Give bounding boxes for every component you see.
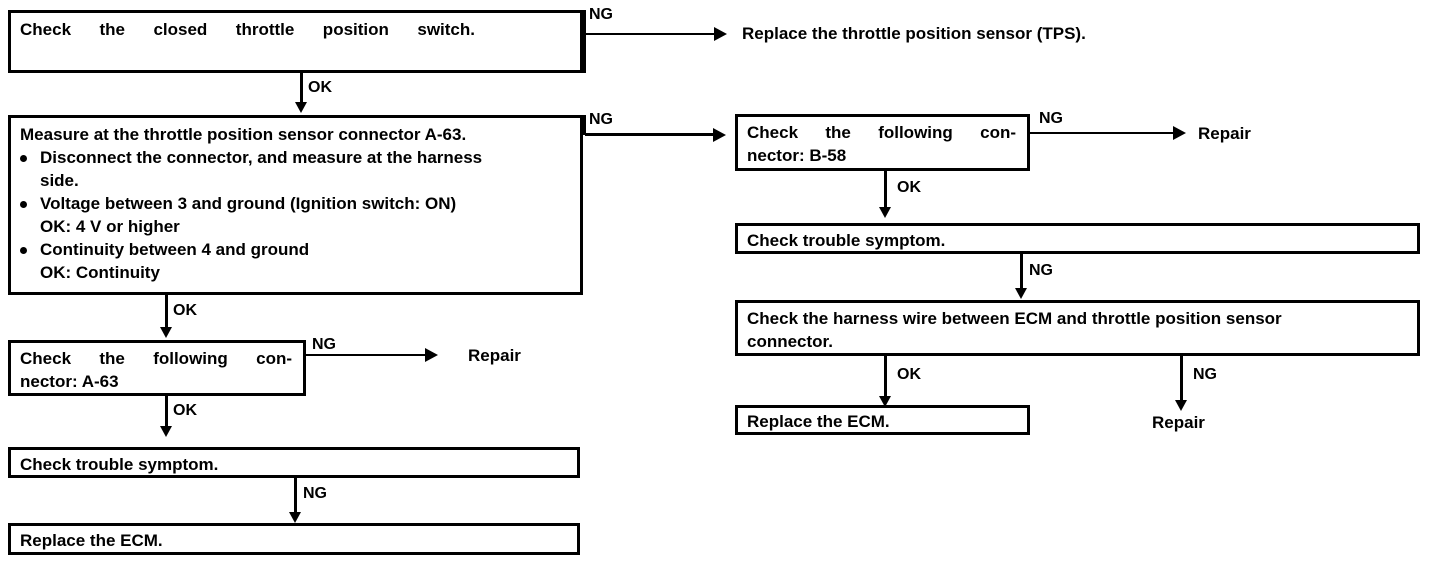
connector-measure-ng-vertical [583, 115, 586, 135]
node-replace-ecm-left-label: Replace the ECM. [20, 531, 163, 550]
node-check-trouble-symptom-right-label: Check trouble symptom. [747, 231, 946, 250]
node-check-connector-a63-line1: Check the following con- [20, 349, 292, 368]
connector-b58-ng-horizontal [1030, 132, 1175, 134]
measure-bullet-1-line2: side. [40, 171, 79, 190]
connector-b58-ok-vertical [884, 171, 887, 210]
arrowhead-top-ok [295, 102, 307, 113]
connector-harness-ok-vertical [884, 356, 887, 399]
node-check-closed-throttle-switch-label: Check the closed throttle position switc… [20, 20, 475, 39]
edge-label-ng-b58: NG [1039, 110, 1063, 127]
arrowhead-harness-ok [879, 396, 891, 407]
node-check-connector-a63-line2: nector: A-63 [20, 372, 119, 391]
edge-label-ng-harness: NG [1193, 366, 1217, 383]
node-check-connector-b58-line2: nector: B-58 [747, 146, 847, 165]
measure-bullet-2-line2: OK: 4 V or higher [40, 217, 180, 236]
edge-label-ok-top: OK [308, 79, 332, 96]
connector-top-ng-horizontal [585, 33, 716, 35]
connector-harness-ng-vertical [1180, 356, 1183, 404]
edge-label-ng-trouble-left: NG [303, 485, 327, 502]
edge-label-ng-top: NG [589, 6, 613, 23]
connector-measure-ok-vertical [165, 295, 168, 331]
node-check-trouble-symptom-left[interactable]: Check trouble symptom. [8, 447, 580, 478]
measure-bullet-1: Disconnect the connector, and measure at… [11, 146, 580, 192]
node-check-connector-b58-line1: Check the following con- [747, 123, 1016, 142]
arrowhead-measure-ng [713, 128, 726, 142]
measure-bullet-3-line2: OK: Continuity [40, 263, 160, 282]
node-check-harness-wire-line2: connector. [747, 332, 833, 351]
measure-bullet-3: Continuity between 4 and ground OK: Cont… [11, 238, 580, 284]
edge-label-ng-measure: NG [589, 111, 613, 128]
connector-top-ng-vertical [583, 10, 586, 73]
node-replace-ecm-left[interactable]: Replace the ECM. [8, 523, 580, 555]
connector-a63-ok-vertical [165, 396, 168, 429]
node-check-closed-throttle-switch[interactable]: Check the closed throttle position switc… [8, 10, 583, 73]
arrowhead-b58-ok [879, 207, 891, 218]
edge-label-ok-measure: OK [173, 302, 197, 319]
measure-bullet-3-line1: Continuity between 4 and ground [40, 240, 310, 259]
arrowhead-b58-ng [1173, 126, 1186, 140]
node-replace-tps[interactable]: Replace the throttle position sensor (TP… [742, 24, 1086, 43]
arrowhead-trouble-right-ng [1015, 288, 1027, 299]
connector-a63-ng-horizontal [306, 354, 427, 356]
node-check-connector-b58[interactable]: Check the following con- nector: B-58 [735, 114, 1030, 171]
measure-bullet-2: Voltage between 3 and ground (Ignition s… [11, 192, 580, 238]
arrowhead-harness-ng [1175, 400, 1187, 411]
node-check-connector-a63[interactable]: Check the following con- nector: A-63 [8, 340, 306, 396]
arrowhead-measure-ok [160, 327, 172, 338]
arrowhead-top-ng [714, 27, 727, 41]
node-repair-left[interactable]: Repair [468, 346, 521, 365]
connector-top-ok-vertical [300, 73, 303, 105]
node-measure-tps-connector[interactable]: Measure at the throttle position sensor … [8, 115, 583, 295]
node-repair-right-bottom[interactable]: Repair [1152, 413, 1205, 432]
edge-label-ok-harness: OK [897, 366, 921, 383]
edge-label-ok-a63: OK [173, 402, 197, 419]
connector-measure-ng-horizontal [585, 133, 715, 136]
measure-heading: Measure at the throttle position sensor … [20, 125, 467, 144]
node-check-trouble-symptom-left-label: Check trouble symptom. [20, 455, 219, 474]
arrowhead-a63-ng [425, 348, 438, 362]
connector-trouble-right-ng-vertical [1020, 254, 1023, 291]
node-check-harness-wire-line1: Check the harness wire between ECM and t… [747, 309, 1282, 328]
node-replace-ecm-right[interactable]: Replace the ECM. [735, 405, 1030, 435]
connector-trouble-left-ng-vertical [294, 478, 297, 515]
measure-bullet-list: Disconnect the connector, and measure at… [11, 146, 580, 284]
node-check-harness-wire[interactable]: Check the harness wire between ECM and t… [735, 300, 1420, 356]
arrowhead-trouble-left-ng [289, 512, 301, 523]
node-check-trouble-symptom-right[interactable]: Check trouble symptom. [735, 223, 1420, 254]
edge-label-ok-b58: OK [897, 179, 921, 196]
node-replace-ecm-right-label: Replace the ECM. [747, 412, 890, 431]
edge-label-ng-a63: NG [312, 336, 336, 353]
node-repair-right-top[interactable]: Repair [1198, 124, 1251, 143]
edge-label-ng-trouble-right: NG [1029, 262, 1053, 279]
measure-bullet-1-line1: Disconnect the connector, and measure at… [40, 148, 483, 167]
arrowhead-a63-ok [160, 426, 172, 437]
measure-bullet-2-line1: Voltage between 3 and ground (Ignition s… [40, 194, 457, 213]
